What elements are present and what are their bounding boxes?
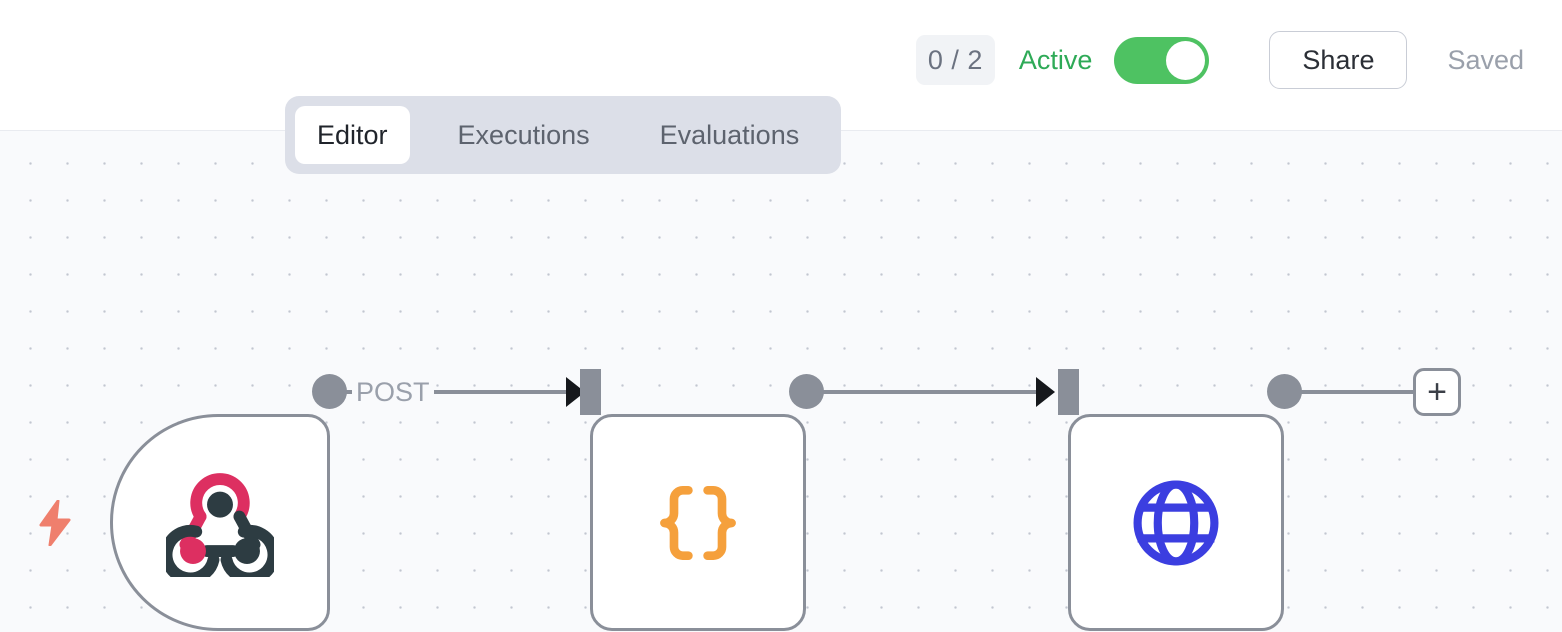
edge-arrow-http xyxy=(1036,377,1055,407)
tab-editor[interactable]: Editor xyxy=(295,106,410,164)
webhook-output-port[interactable] xyxy=(312,374,347,409)
active-toggle[interactable] xyxy=(1114,36,1210,84)
curly-braces-icon xyxy=(660,485,736,560)
globe-icon xyxy=(1133,480,1219,565)
lightning-bolt-icon xyxy=(38,499,72,551)
workflow-canvas[interactable]: POST Webhook Filter merged PRs xyxy=(0,131,1562,632)
node-http-request[interactable] xyxy=(1068,414,1284,631)
edge-label-post: POST xyxy=(352,377,434,408)
page-header: 0 / 2 Active Share Saved xyxy=(0,0,1562,131)
node-webhook[interactable] xyxy=(110,414,330,631)
add-node-button[interactable]: + xyxy=(1413,368,1461,416)
saved-status: Saved xyxy=(1447,44,1524,75)
tab-bar: Editor Executions Evaluations xyxy=(285,96,841,174)
edge-filter-http xyxy=(822,390,1050,394)
http-input-port[interactable] xyxy=(1058,369,1079,415)
tab-executions[interactable]: Executions xyxy=(457,119,590,150)
filter-input-port[interactable] xyxy=(580,369,601,415)
webhook-icon xyxy=(166,472,274,577)
header-actions: 0 / 2 Active Share Saved xyxy=(915,0,1562,120)
http-output-port[interactable] xyxy=(1267,374,1302,409)
run-count-badge: 0 / 2 xyxy=(915,35,995,85)
status-label: Active xyxy=(1018,44,1093,75)
share-button[interactable]: Share xyxy=(1269,31,1408,89)
edge-webhook-filter xyxy=(345,390,581,394)
filter-output-port[interactable] xyxy=(789,374,824,409)
tab-evaluations[interactable]: Evaluations xyxy=(659,119,800,150)
edge-http-add xyxy=(1300,390,1414,394)
node-filter[interactable] xyxy=(590,414,806,631)
toggle-knob xyxy=(1166,40,1206,80)
